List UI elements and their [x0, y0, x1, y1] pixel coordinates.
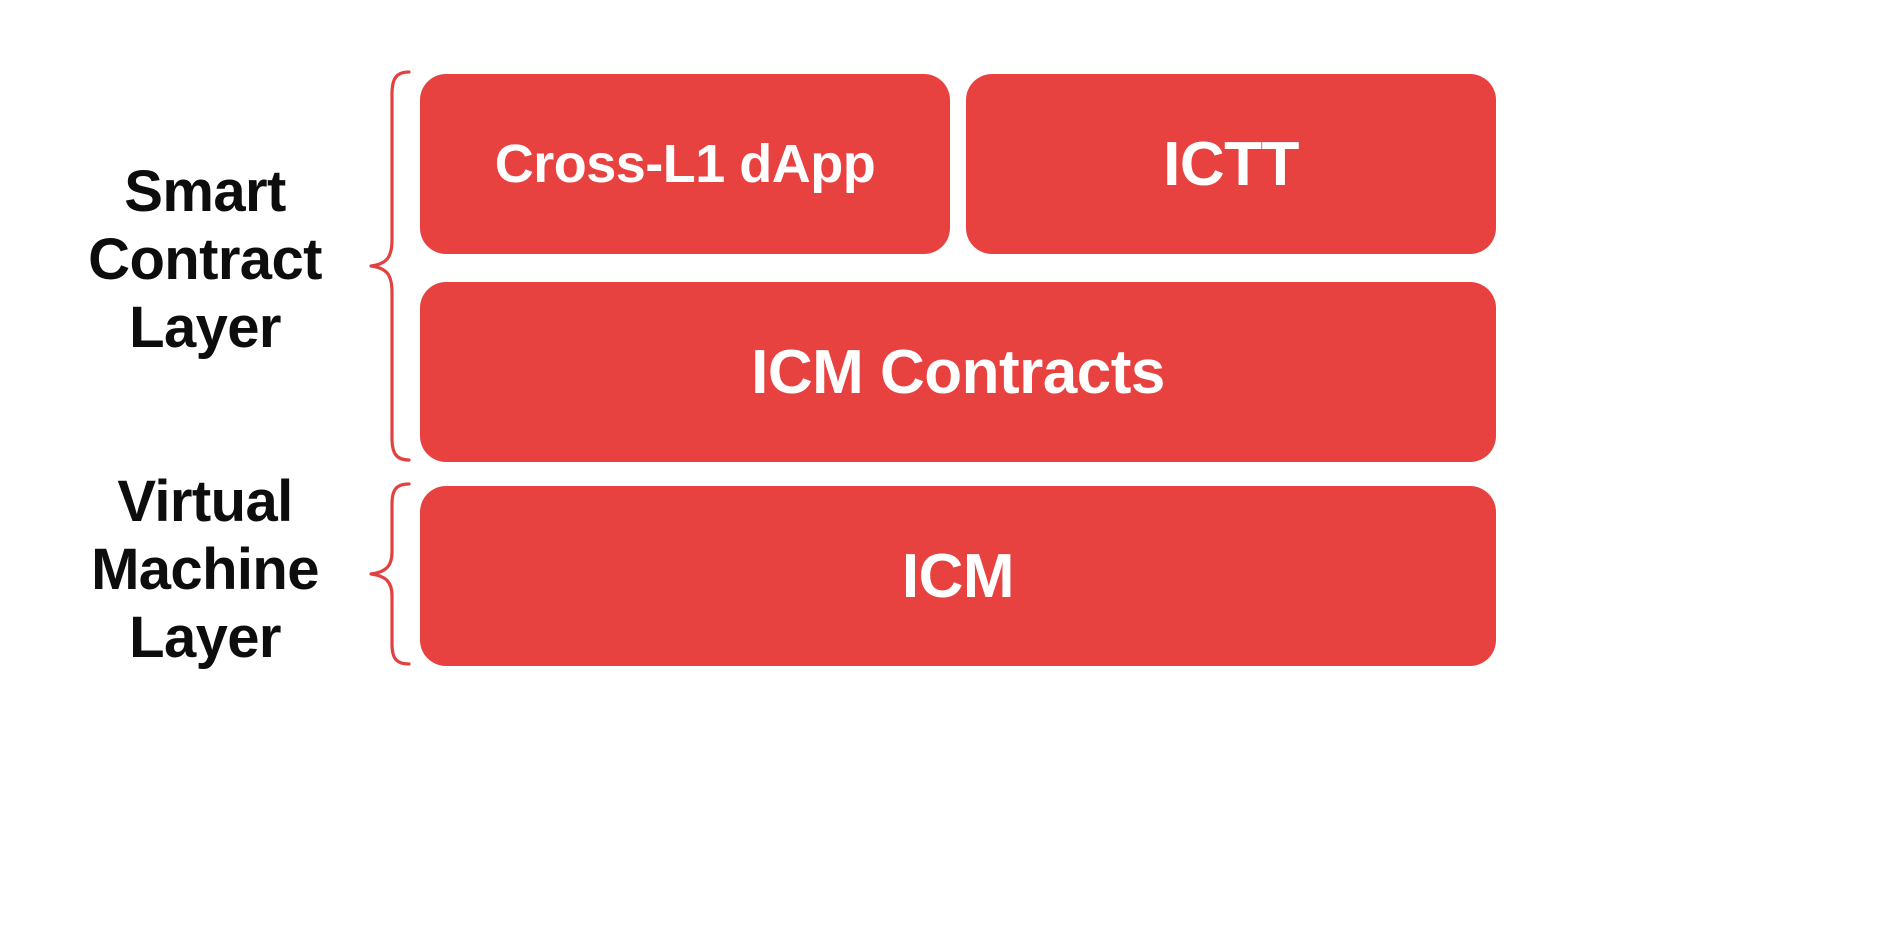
box-icm[interactable]: ICM [420, 486, 1496, 666]
box-ictt[interactable]: ICTT [966, 74, 1496, 254]
box-cross-l1-dapp[interactable]: Cross-L1 dApp [420, 74, 950, 254]
curly-brace-icon-virtual-machine [369, 482, 411, 666]
box-icm-contracts[interactable]: ICM Contracts [420, 282, 1496, 462]
layer-label-virtual-machine: Virtual Machine Layer [91, 469, 319, 670]
curly-brace-icon-smart-contract [369, 70, 411, 462]
layer-label-smart-contract: Smart Contract Layer [88, 159, 322, 360]
